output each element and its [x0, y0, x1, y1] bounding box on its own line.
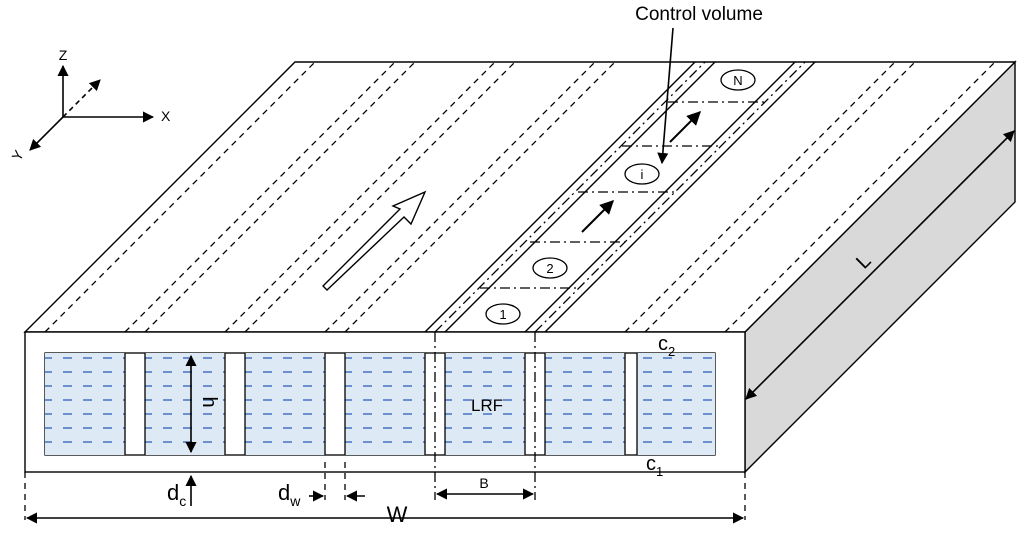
control-volume-divisions	[480, 101, 765, 289]
svg-text:i: i	[641, 167, 644, 182]
dw-label: dw	[278, 480, 301, 509]
control-volume-label: Control volume	[635, 4, 763, 25]
svg-text:1: 1	[499, 307, 506, 322]
control-volume-pointer	[657, 27, 674, 165]
node-N: N	[720, 69, 756, 91]
c1-label: c1	[646, 453, 663, 479]
h-label: h	[198, 396, 220, 407]
L-dimension-arrow	[745, 130, 1015, 400]
coordinate-axes	[29, 64, 155, 151]
lrf-label: LRF	[471, 396, 503, 415]
node-i: i	[624, 163, 660, 185]
c2-label: c2	[658, 333, 675, 359]
channel-walls	[124, 353, 638, 455]
flow-direction-arrow	[322, 190, 427, 291]
B-label: B	[479, 475, 488, 491]
node-1: 1	[485, 303, 521, 325]
svg-text:N: N	[733, 73, 742, 88]
fluid-channels	[45, 353, 715, 455]
flow-arrow-2	[669, 111, 701, 143]
axis-x-label: X	[161, 108, 171, 124]
svg-text:2: 2	[546, 261, 553, 276]
W-label: W	[387, 502, 408, 527]
axis-z-label: Z	[59, 47, 68, 63]
flow-arrow-1	[581, 200, 614, 233]
axis-y-label: Y	[8, 147, 27, 164]
node-2: 2	[532, 257, 568, 279]
dc-label: dc	[167, 480, 186, 509]
